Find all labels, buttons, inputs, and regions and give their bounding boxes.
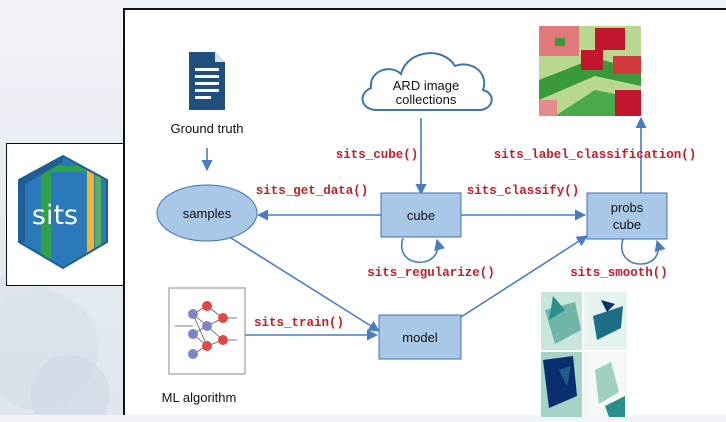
fn-smooth: sits_smooth() [570, 266, 668, 280]
samples-label: samples [183, 206, 232, 221]
probs-cube-line1: probs [611, 200, 644, 215]
probs-cube-line2: cube [613, 217, 641, 232]
ml-algorithm-label: ML algorithm [162, 390, 237, 405]
cloud-icon [361, 52, 493, 111]
model-label: model [402, 330, 438, 345]
model-node [378, 314, 462, 360]
document-icon [189, 52, 225, 110]
workflow-diagram: Ground truth ARD image collections sits_… [123, 8, 726, 417]
ard-collections-line1: ARD image [393, 78, 459, 93]
logo-text: sits [32, 200, 78, 231]
fn-train: sits_train() [254, 316, 344, 330]
sits-logo: sits [18, 154, 108, 270]
fn-get-data: sits_get_data() [256, 184, 369, 198]
arrow-regularize-loop [400, 237, 445, 263]
ard-collections-line2: collections [396, 92, 457, 107]
logo-panel: sits [6, 143, 125, 286]
arrow-samples-model [230, 237, 380, 332]
fn-classify: sits_classify() [467, 184, 580, 198]
fn-label-classification: sits_label_classification() [494, 148, 697, 162]
neural-network-icon [168, 287, 246, 375]
cube-node [380, 192, 462, 238]
samples-node [156, 184, 258, 242]
cube-label: cube [407, 208, 435, 223]
classified-map-image [539, 26, 641, 116]
fn-cube: sits_cube() [336, 148, 419, 162]
arrow-model-probs [446, 235, 588, 327]
ground-truth-label: Ground truth [171, 121, 244, 136]
arrow-smooth-loop [620, 238, 666, 265]
probs-cube-node [586, 192, 668, 240]
probability-maps-image [541, 292, 627, 417]
fn-regularize: sits_regularize() [367, 266, 495, 280]
